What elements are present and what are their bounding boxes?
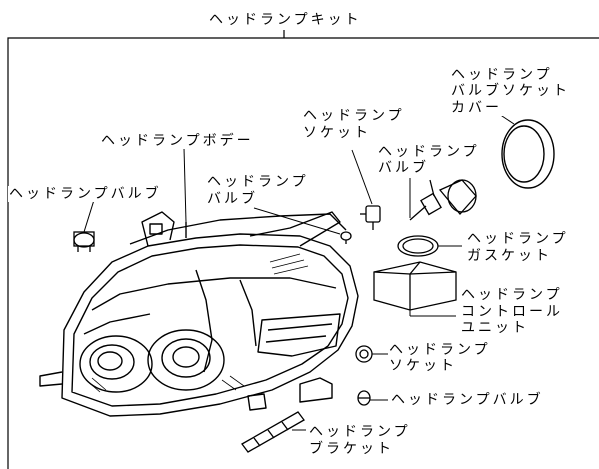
socket-top-part xyxy=(360,205,381,230)
bulb-center-part xyxy=(340,231,352,244)
socket-rear-part xyxy=(438,179,477,215)
kit-frame xyxy=(7,30,599,469)
socket-bottom-part xyxy=(355,345,373,363)
label-bulb-center-1: ヘッドランプ xyxy=(206,174,310,190)
label-cover-1: ヘッドランプ xyxy=(450,67,554,83)
label-socket-bottom-1: ヘッドランプ xyxy=(388,342,492,358)
label-control-1: ヘッドランプ xyxy=(460,287,564,303)
label-cover-3: カバー xyxy=(450,100,503,116)
label-bulb-center-2: バルブ xyxy=(206,191,259,207)
bracket-part xyxy=(241,411,305,453)
label-bulb-right-2: バルブ xyxy=(377,160,430,176)
label-bulb-bottom: ヘッドランプバルブ xyxy=(390,392,545,408)
label-socket-bottom-2: ソケット xyxy=(388,358,458,374)
label-body: ヘッドランプボデー xyxy=(100,133,255,149)
label-bracket-1: ヘッドランプ xyxy=(308,424,412,440)
housing-hatching xyxy=(85,253,309,393)
bulb-right-part xyxy=(409,179,442,221)
cover-part xyxy=(501,119,555,189)
label-control-3: ユニット xyxy=(460,320,530,336)
label-bulb-right-1: ヘッドランプ xyxy=(377,144,481,160)
label-gasket-2: ガスケット xyxy=(466,248,553,264)
control-unit-part xyxy=(373,261,457,311)
label-cover-2: バルブソケット xyxy=(450,83,571,99)
bulb-left-part xyxy=(73,231,95,252)
bulb-bottom-part xyxy=(357,390,371,406)
label-gasket-1: ヘッドランプ xyxy=(466,231,570,247)
label-bulb-left: ヘッドランプバルブ xyxy=(8,186,163,202)
label-control-2: コントロール xyxy=(460,304,564,320)
headlamp-body-assembly xyxy=(39,211,359,417)
label-kit: ヘッドランプキット xyxy=(208,12,363,28)
gasket-part xyxy=(397,235,439,257)
label-bracket-2: ブラケット xyxy=(308,441,395,457)
label-socket-top-2: ソケット xyxy=(302,125,372,141)
label-socket-top-1: ヘッドランプ xyxy=(302,108,406,124)
leader-lines xyxy=(83,111,515,431)
